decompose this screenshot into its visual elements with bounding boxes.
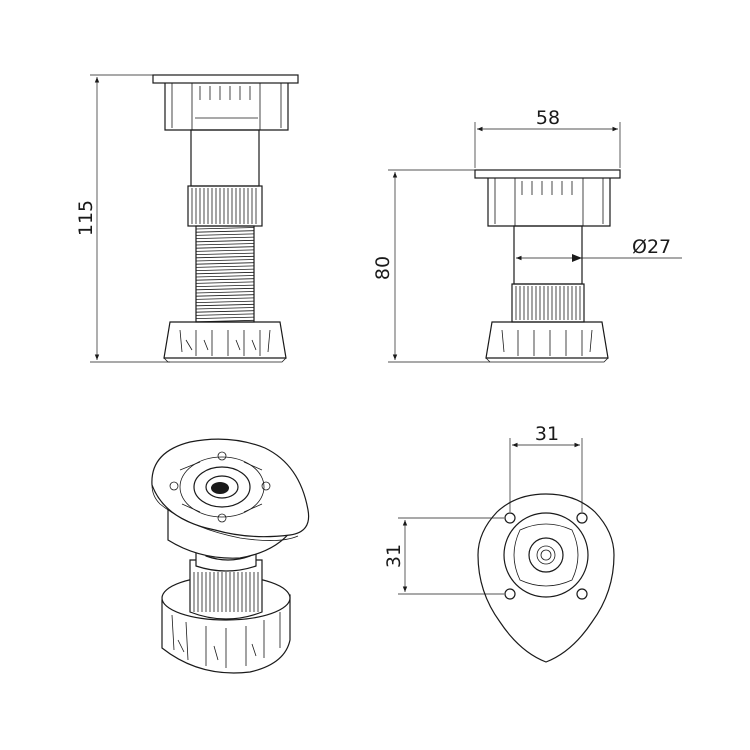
mounting-plate-2 [474, 169, 621, 179]
isometric-view [151, 438, 310, 674]
tube-2 [513, 225, 583, 285]
mounting-hole-bl [504, 588, 516, 600]
iso-plate [151, 438, 310, 538]
dim-label-total-height: 115 [75, 200, 97, 236]
mounting-plate [152, 74, 299, 84]
top-view: 31 31 [383, 423, 615, 663]
center-bore [528, 537, 564, 573]
top-plate-outline [477, 493, 615, 663]
upper-tube [190, 129, 260, 187]
extended-leg-side-view: 115 [75, 74, 299, 363]
top-housing-2 [487, 178, 611, 227]
knurled-collar [187, 185, 263, 227]
dim-label-hole-spacing-y: 31 [383, 544, 405, 568]
mounting-hole-tr [576, 512, 588, 524]
dim-label-plate-width: 58 [536, 107, 560, 129]
dim-label-tube-diameter: Ø27 [632, 236, 671, 258]
leg-foot-2 [485, 321, 609, 359]
top-housing [164, 83, 289, 131]
top-housing-ring [503, 512, 589, 598]
dim-label-body-height: 80 [372, 256, 394, 280]
compact-leg-side-view: 58 Ø27 80 [372, 107, 682, 363]
mounting-hole-br [576, 588, 588, 600]
dim-label-hole-spacing-x: 31 [535, 423, 559, 445]
mounting-hole-tl [504, 512, 516, 524]
leg-foot [163, 321, 287, 359]
